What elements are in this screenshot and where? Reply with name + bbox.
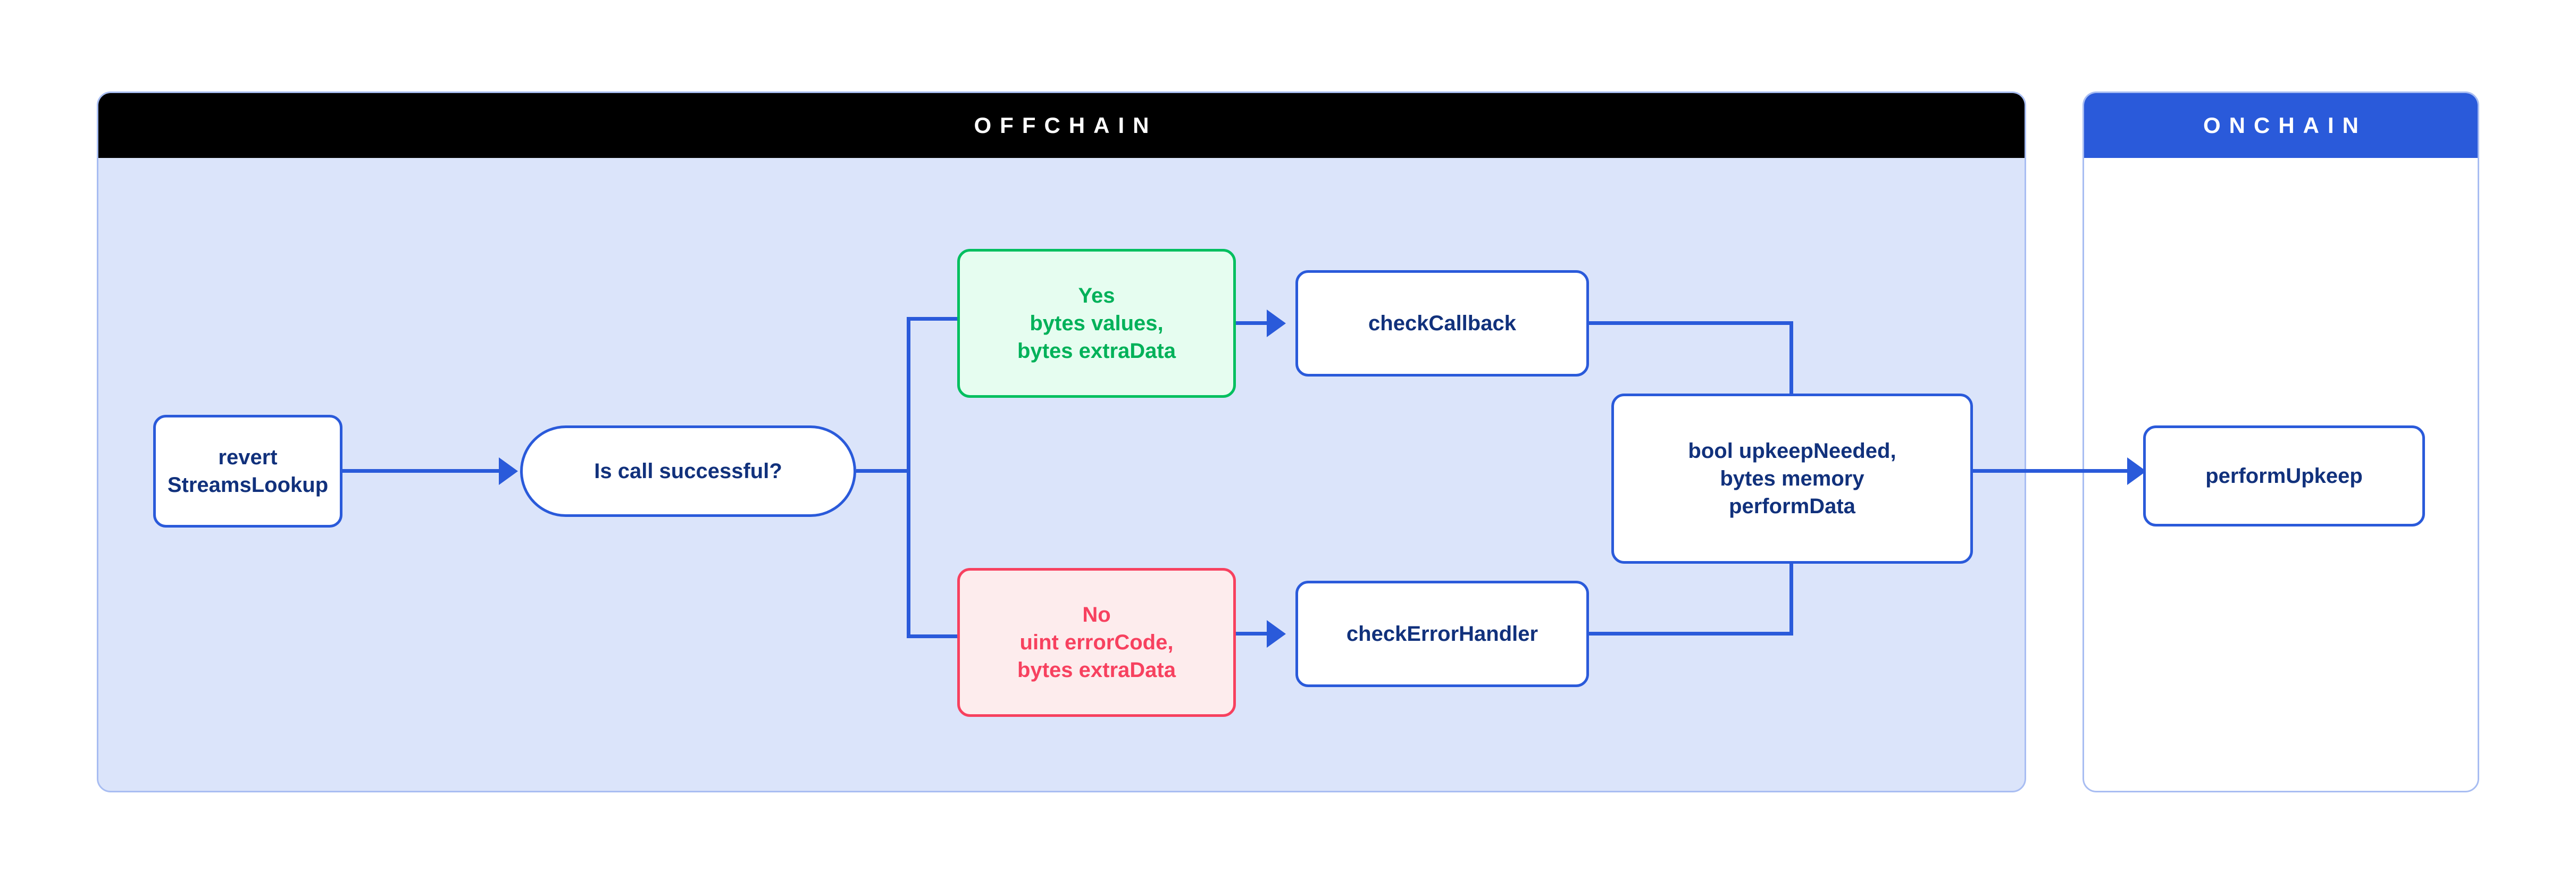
- edge-revert-to-decision: [342, 469, 502, 473]
- node-checkcallback[interactable]: checkCallback: [1295, 270, 1589, 377]
- edge-no-to-checkerrorhandler: [1236, 632, 1272, 636]
- arrowhead-decision: [499, 457, 518, 485]
- offchain-panel-header: OFFCHAIN: [98, 93, 2025, 158]
- edge-merge-up-to-bool: [1789, 562, 1793, 634]
- node-no-branch-label: No uint errorCode, bytes extraData: [1017, 603, 1176, 682]
- node-performupkeep-label: performUpkeep: [2205, 464, 2363, 488]
- node-no-branch[interactable]: No uint errorCode, bytes extraData: [957, 568, 1236, 717]
- node-bool-upkeepneeded-label: bool upkeepNeeded, bytes memory performD…: [1688, 439, 1896, 518]
- onchain-panel-header: ONCHAIN: [2084, 93, 2478, 158]
- node-revert-streamslookup-label: revert StreamsLookup: [167, 446, 329, 497]
- node-is-call-successful-label: Is call successful?: [594, 459, 782, 483]
- node-yes-branch-label: Yes bytes values, bytes extraData: [1017, 284, 1176, 363]
- node-bool-upkeepneeded[interactable]: bool upkeepNeeded, bytes memory performD…: [1611, 394, 1973, 564]
- edge-checkerrorhandler-to-merge: [1589, 632, 1793, 636]
- edge-bool-to-performupkeep: [1973, 469, 2164, 473]
- edge-bus-to-yes: [907, 317, 960, 321]
- arrowhead-checkerrorhandler: [1267, 620, 1286, 648]
- edge-branch-bus-vertical: [907, 317, 910, 638]
- edge-decision-to-bus: [856, 469, 910, 473]
- node-revert-streamslookup[interactable]: revert StreamsLookup: [153, 415, 342, 528]
- node-yes-branch[interactable]: Yes bytes values, bytes extraData: [957, 249, 1236, 398]
- arrowhead-checkcallback: [1267, 310, 1286, 337]
- node-checkerrorhandler-label: checkErrorHandler: [1346, 622, 1538, 646]
- edge-bus-to-no: [907, 634, 960, 638]
- offchain-panel-header-label: OFFCHAIN: [974, 113, 1158, 138]
- onchain-panel-header-label: ONCHAIN: [2203, 113, 2367, 138]
- node-checkcallback-label: checkCallback: [1368, 312, 1516, 335]
- node-is-call-successful[interactable]: Is call successful?: [520, 425, 856, 517]
- edge-yes-to-checkcallback: [1236, 321, 1272, 325]
- node-checkerrorhandler[interactable]: checkErrorHandler: [1295, 581, 1589, 687]
- node-performupkeep[interactable]: performUpkeep: [2143, 425, 2425, 526]
- edge-checkcallback-to-merge: [1589, 321, 1793, 325]
- edge-merge-down-to-bool: [1789, 321, 1793, 396]
